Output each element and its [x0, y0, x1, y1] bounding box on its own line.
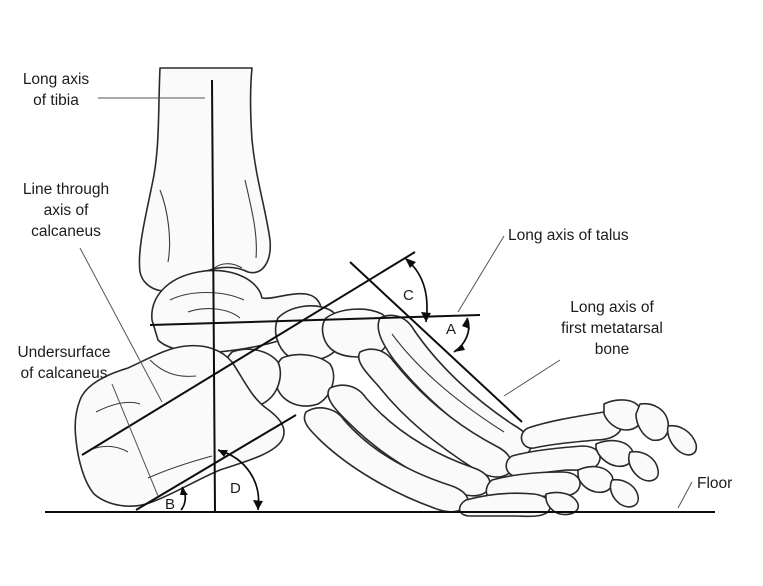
floor-label-leader [677, 481, 693, 509]
angle-b-label: B [165, 496, 175, 513]
metatarsal-label-leader [503, 359, 561, 397]
svg-text:of tibia: of tibia [33, 92, 79, 109]
angle-a-arc [453, 317, 470, 353]
undersurface-label: Undersurface of calcaneus [17, 344, 110, 382]
phalanx-bones [458, 399, 698, 518]
svg-text:bone: bone [595, 341, 629, 358]
angle-b-arc [180, 486, 188, 511]
floor-label: Floor [697, 475, 732, 492]
svg-text:Line through: Line through [23, 181, 109, 198]
tibia-axis-label: Long axis of tibia [23, 71, 90, 109]
calcaneus-undersurface-line [135, 414, 297, 511]
tibia-axis-line [211, 79, 216, 513]
metatarsal-bones [303, 314, 532, 513]
talus-axis-label: Long axis of talus [508, 227, 629, 244]
svg-text:calcaneus: calcaneus [31, 223, 101, 240]
svg-text:Long axis of: Long axis of [570, 299, 654, 316]
angle-d-arc [217, 449, 263, 511]
svg-text:Undersurface: Undersurface [17, 344, 110, 361]
tibia-bone [138, 67, 272, 292]
calcaneus-line-label-leader [79, 247, 163, 403]
angle-a-label: A [446, 321, 456, 338]
calcaneus-line-label: Line through axis of calcaneus [23, 181, 109, 240]
metatarsal-axis-label: Long axis of first metatarsal bone [561, 299, 663, 358]
undersurface-label-leader [111, 383, 159, 497]
calcaneus-axis-line [81, 251, 416, 456]
svg-text:first metatarsal: first metatarsal [561, 320, 663, 337]
angle-d-label: D [230, 480, 241, 497]
talus-label-leader [457, 235, 505, 313]
svg-text:of calcaneus: of calcaneus [20, 365, 107, 382]
svg-text:Long axis: Long axis [23, 71, 90, 88]
angle-c-label: C [403, 287, 414, 304]
calcaneus-bone [74, 344, 285, 507]
metatarsal-axis-line [349, 261, 523, 423]
angle-c-arc [404, 257, 431, 323]
svg-text:axis of: axis of [44, 202, 89, 219]
